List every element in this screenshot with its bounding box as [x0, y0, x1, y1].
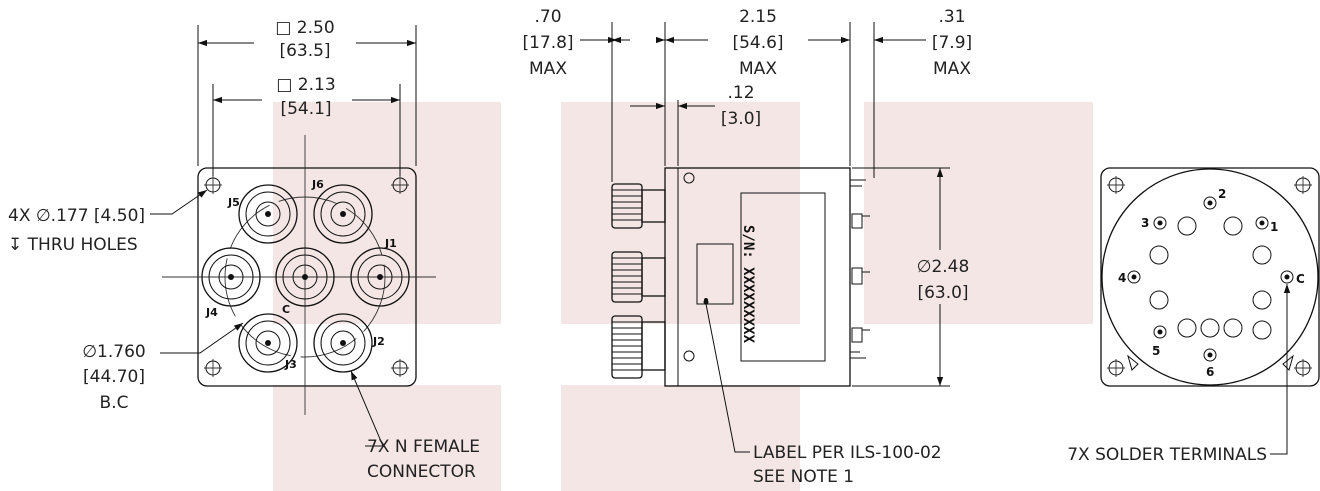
connector-len-suffix: MAX — [529, 59, 567, 79]
diameter-inch: ∅2.48 — [917, 257, 970, 277]
bolt-circle-inch: ∅1.760 — [82, 342, 145, 362]
terminal-len-inch: .31 — [938, 7, 965, 27]
diameter-mm: [63.0] — [917, 283, 968, 303]
outer-square-mm: [63.5] — [279, 41, 330, 61]
connector-len-inch: .70 — [534, 7, 561, 27]
connector-len-mm: [17.8] — [522, 33, 573, 53]
connector-j5 — [238, 184, 298, 244]
body-len-inch: 2.15 — [739, 7, 777, 27]
rear-body-circle — [1101, 168, 1319, 386]
port-label-j4: J4 — [205, 306, 218, 319]
port-label-j3: J3 — [284, 358, 297, 371]
flange-inch: .12 — [727, 83, 754, 103]
connector-j2 — [313, 313, 373, 373]
mounting-holes — [204, 176, 409, 377]
label-patch — [696, 243, 734, 305]
pin-label-2: 2 — [1218, 187, 1226, 201]
holes-callout-line1: 4X ∅.177 [4.50] — [8, 206, 145, 226]
pin-label-1: 1 — [1270, 220, 1278, 234]
port-label-j2: J2 — [372, 335, 385, 348]
body-len-suffix: MAX — [739, 59, 777, 79]
side-connector-middle — [611, 251, 666, 303]
holes-callout-line2: ↧ THRU HOLES — [8, 235, 138, 255]
terminal-note: 7X SOLDER TERMINALS — [1067, 445, 1267, 465]
outer-square-inch: □ 2.50 — [275, 18, 334, 38]
rear-solder-terminals — [1127, 196, 1294, 362]
connector-note-line1: 7X N FEMALE — [367, 437, 480, 457]
pin-label-4: 4 — [1118, 271, 1126, 285]
pin-label-6: 6 — [1206, 365, 1214, 379]
rear-empty-holes — [1149, 216, 1272, 340]
pin-label-c: C — [1296, 272, 1305, 286]
front-view: J5 J6 J1 J4 C J2 J3 □ 2.50 [63.5] □ 2.13… — [8, 18, 480, 482]
terminal-len-mm: [7.9] — [932, 33, 972, 53]
watermark — [273, 102, 1093, 491]
terminal-len-suffix: MAX — [933, 59, 971, 79]
port-label-j1: J1 — [384, 237, 397, 250]
body-len-mm: [54.6] — [732, 33, 783, 53]
rear-flange-outline — [1100, 167, 1320, 387]
side-solder-terminals — [850, 179, 870, 359]
connector-c — [275, 247, 335, 307]
connector-j4 — [201, 247, 261, 307]
pin-label-3: 3 — [1141, 216, 1149, 230]
label-note-line1: LABEL PER ILS-100-02 — [753, 443, 942, 463]
port-label-j6: J6 — [311, 178, 324, 191]
connector-j3 — [238, 313, 298, 373]
bolt-circle-mm: [44.70] — [83, 367, 145, 387]
flange-mm: [3.0] — [721, 109, 761, 129]
bolt-circle-suffix: B.C — [100, 393, 129, 413]
label-note-line2: SEE NOTE 1 — [753, 467, 854, 487]
rear-mounting-holes — [1107, 176, 1312, 377]
pin-label-5: 5 — [1152, 344, 1160, 358]
serial-number: S/N: XXXXXXXXX — [740, 225, 756, 344]
connector-j6 — [313, 184, 373, 244]
bolt-circle — [224, 196, 386, 358]
bolt-square-inch: □ 2.13 — [276, 75, 335, 95]
side-connector-bottom — [611, 315, 666, 379]
bolt-square-mm: [54.1] — [280, 99, 331, 119]
side-connector-top — [611, 183, 666, 229]
connector-j1 — [350, 247, 410, 307]
connector-note-line2: CONNECTOR — [367, 462, 476, 482]
rear-view: 2 1 3 4 C 5 6 7X SOLDER TERMINALS — [1067, 167, 1320, 465]
port-label-j5: J5 — [227, 196, 240, 209]
port-label-c: C — [282, 303, 290, 316]
serial-label-area — [740, 192, 826, 362]
side-view: S/N: XXXXXXXXX — [522, 7, 972, 487]
